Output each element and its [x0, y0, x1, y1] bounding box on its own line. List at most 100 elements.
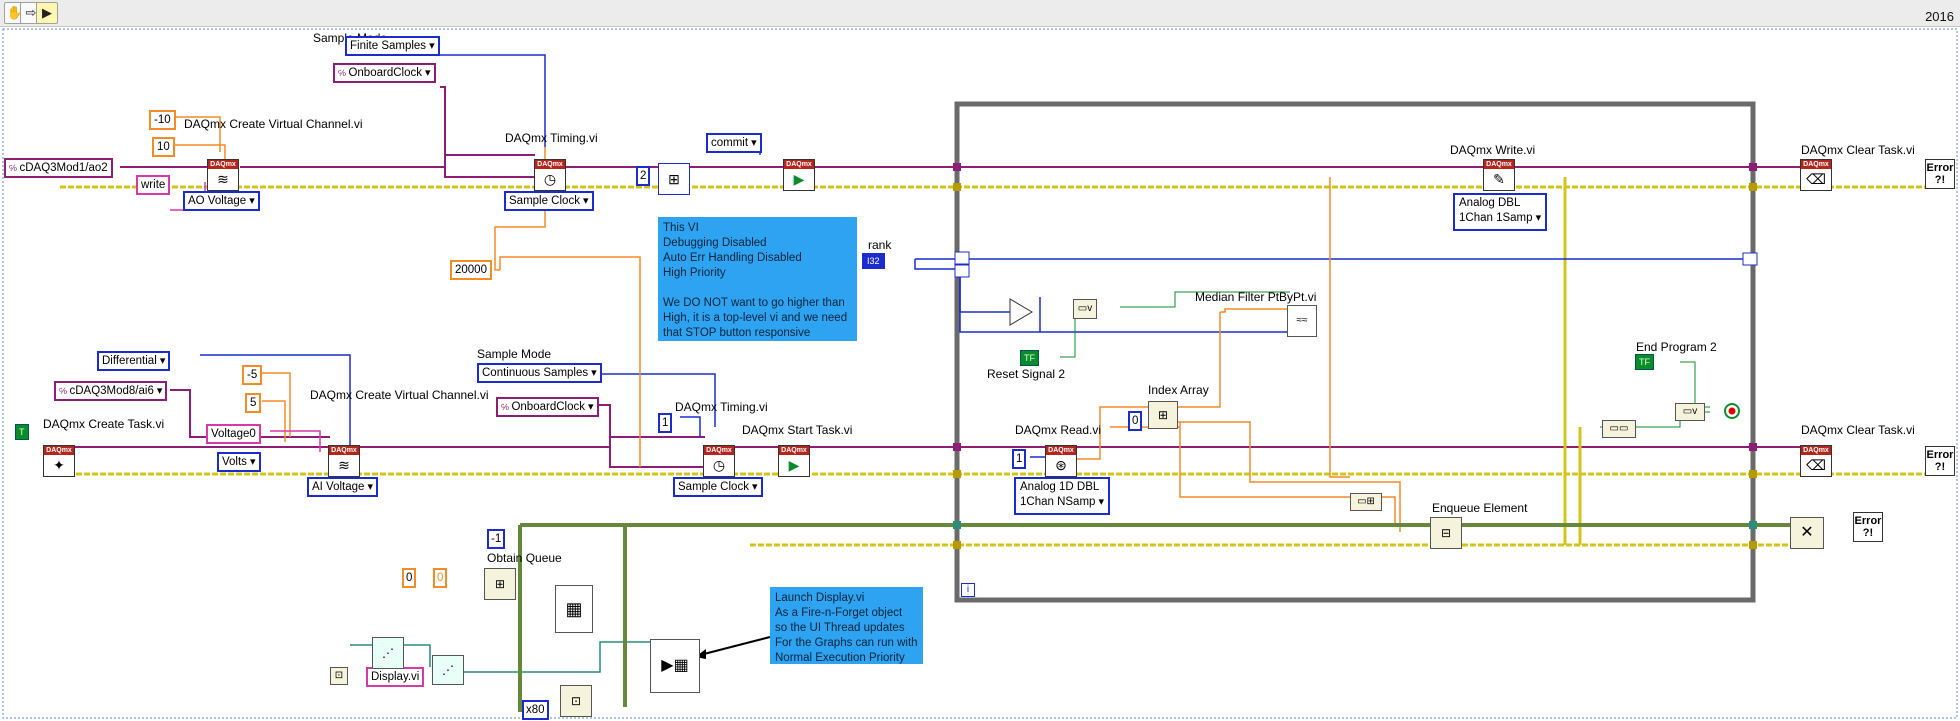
zero-index-constant[interactable]: 0 [1128, 411, 1143, 431]
daqmx-start-bottom-node[interactable]: DAQmx▶ [778, 445, 810, 477]
index-array-node[interactable]: ⊞ [1148, 401, 1178, 429]
loop-iteration-terminal: i [961, 583, 975, 597]
open-vi-ref-node[interactable]: ⊡ [560, 685, 592, 717]
error-handler-queue[interactable]: Error?! [1853, 512, 1883, 542]
daqmx-write-node[interactable]: DAQmx✎ [1483, 159, 1515, 191]
label-start-task: DAQmx Start Task.vi [742, 423, 853, 437]
commit-constant[interactable]: commit [706, 133, 762, 153]
sample-clock-bottom-constant[interactable]: Sample Clock [673, 477, 763, 497]
error-handler-top[interactable]: Error?! [1925, 159, 1955, 189]
shift-register-left [954, 251, 970, 265]
label-sample-mode-bottom: Sample Mode [477, 347, 552, 361]
reset-signal-terminal[interactable]: TF [1020, 350, 1039, 366]
differential-constant[interactable]: Differential [97, 351, 171, 371]
onboard-clock-bottom-constant[interactable]: ℅ OnboardClock ▾ [496, 397, 599, 417]
rank-i32-terminal[interactable]: I32 [862, 253, 885, 269]
comment-launch-display: Launch Display.vi As a Fire-n-Forget obj… [770, 587, 923, 664]
step-icon[interactable]: ▶ [36, 2, 58, 24]
label-timing-top: DAQmx Timing.vi [505, 131, 598, 145]
sample-clock-top-constant[interactable]: Sample Clock [504, 191, 594, 211]
select-node[interactable]: ▭v [1073, 299, 1097, 319]
neg5-constant[interactable]: -5 [242, 365, 263, 385]
daqmx-clear-bottom-node[interactable]: DAQmx⌫ [1800, 445, 1832, 477]
or-node[interactable]: ▭v [1675, 403, 1705, 421]
write-analog-dbl-constant[interactable]: Analog DBL 1Chan 1Samp ▾ [1453, 193, 1548, 231]
ao-voltage-constant[interactable]: AO Voltage [183, 191, 260, 211]
daqmx-create-vc-top-node[interactable]: DAQmx≋ [207, 159, 239, 191]
label-obtain-queue: Obtain Queue [487, 551, 562, 565]
sample-mode-continuous-constant[interactable]: Continuous Samples [477, 363, 602, 383]
write-string-constant[interactable]: write [136, 175, 171, 195]
rate-20000-constant[interactable]: 20000 [450, 260, 492, 280]
daqmx-timing-bottom-node[interactable]: DAQmx◷ [703, 445, 735, 477]
start-async-call-node[interactable]: ▶▦ [650, 639, 700, 693]
toolbar: ✋ ⇨ ▶ 2016 [0, 0, 1960, 27]
build-array-node[interactable]: ▭⊞ [1350, 493, 1382, 511]
daqmx-read-node[interactable]: DAQmx⊛ [1045, 445, 1077, 477]
onboard-clock-bottom-text: OnboardClock [511, 401, 585, 413]
ai6-channel-constant[interactable]: ℅ cDAQ3Mod8/ai6 ▾ [54, 381, 168, 401]
not-equal-node[interactable] [1009, 298, 1033, 326]
error-handler-bottom[interactable]: Error?! [1925, 446, 1955, 476]
x80-constant[interactable]: x80 [522, 700, 549, 720]
two-constant[interactable]: 2 [636, 166, 651, 186]
ai-voltage-constant[interactable]: AI Voltage [307, 477, 379, 497]
timeout-zero-constant[interactable]: 0 [402, 568, 417, 588]
block-diagram[interactable]: Sample Mode DAQmx Create Virtual Channel… [0, 27, 1960, 721]
ao2-channel-constant[interactable]: ℅ cDAQ3Mod1/ao2 [4, 158, 113, 178]
wire-layer [2, 28, 1958, 719]
daqmx-clear-top-node[interactable]: DAQmx⌫ [1800, 159, 1832, 191]
daqmx-start-top-node[interactable]: DAQmx▶ [783, 159, 815, 191]
shift-register-right [1742, 252, 1758, 266]
bundle-bool-node[interactable]: ▭▭ [1602, 420, 1636, 438]
neg10-constant[interactable]: -10 [149, 110, 176, 130]
read-analog-1d-text: Analog 1D DBL 1Chan NSamp [1020, 481, 1100, 508]
enqueue-element-node[interactable]: ⊟ [1430, 517, 1462, 549]
volts-constant[interactable]: Volts [217, 452, 261, 472]
build-path-node[interactable]: ⋰ [432, 655, 464, 685]
label-create-vc-top: DAQmx Create Virtual Channel.vi [184, 117, 363, 131]
daqmx-create-task-node[interactable]: DAQmx✦ [43, 445, 75, 477]
read-analog-1d-constant[interactable]: Analog 1D DBL 1Chan NSamp ▾ [1014, 477, 1111, 515]
release-queue-node[interactable]: ✕ [1790, 517, 1824, 549]
daqmx-control-task-node[interactable]: ⊞ [658, 163, 690, 195]
daqmx-create-vc-bottom-node[interactable]: DAQmx≋ [328, 445, 360, 477]
end-program-terminal[interactable]: TF [1635, 354, 1654, 370]
daqmx-timing-top-node[interactable]: DAQmx◷ [534, 159, 566, 191]
label-index-array: Index Array [1148, 383, 1209, 397]
size-zero-constant[interactable]: 0 [433, 568, 448, 588]
while-loop[interactable] [954, 101, 1756, 603]
onboard-clock-top-text: OnboardClock [348, 67, 422, 79]
one-timing-constant[interactable]: 1 [658, 413, 673, 433]
ai6-channel-text: cDAQ3Mod8/ai6 [69, 385, 154, 397]
voltage0-string-constant[interactable]: Voltage0 [206, 424, 261, 444]
onboard-clock-top-constant[interactable]: ℅ OnboardClock [333, 63, 436, 83]
current-vi-path-node[interactable]: ⊡ [330, 667, 348, 685]
comment-vi-settings: This VI Debugging Disabled Auto Err Hand… [658, 217, 857, 341]
shift-register-left-2 [954, 264, 970, 278]
one-read-constant[interactable]: 1 [1012, 449, 1027, 469]
sample-mode-finite-constant[interactable]: Finite Samples [345, 36, 440, 56]
neg1-constant[interactable]: -1 [487, 529, 506, 549]
label-clear-bottom: DAQmx Clear Task.vi [1801, 423, 1915, 437]
label-rank: rank [868, 238, 892, 252]
strip-path-node[interactable]: ⋰ [372, 637, 404, 669]
label-clear-top: DAQmx Clear Task.vi [1801, 143, 1915, 157]
pos5-constant[interactable]: 5 [245, 393, 262, 413]
label-timing-bottom: DAQmx Timing.vi [675, 400, 768, 414]
label-create-vc-bottom: DAQmx Create Virtual Channel.vi [310, 388, 489, 402]
label-read: DAQmx Read.vi [1015, 423, 1102, 437]
label-reset-signal: Reset Signal 2 [987, 367, 1066, 381]
task-true-constant[interactable]: T [15, 424, 29, 440]
label-write: DAQmx Write.vi [1450, 143, 1536, 157]
label-enqueue: Enqueue Element [1432, 501, 1528, 515]
queue-type-cluster-node[interactable]: ▦ [555, 585, 593, 633]
label-end-program: End Program 2 [1636, 340, 1717, 354]
obtain-queue-node[interactable]: ⊞ [484, 568, 516, 600]
label-median-filter: Median Filter PtByPt.vi [1195, 290, 1317, 304]
median-filter-node[interactable]: ≈≈ [1287, 305, 1317, 337]
display-vi-path-constant[interactable]: Display.vi [366, 667, 425, 687]
version-label: 2016 [1925, 9, 1954, 24]
pos10-constant[interactable]: 10 [152, 137, 175, 157]
write-analog-dbl-text: Analog DBL 1Chan 1Samp [1459, 197, 1533, 224]
